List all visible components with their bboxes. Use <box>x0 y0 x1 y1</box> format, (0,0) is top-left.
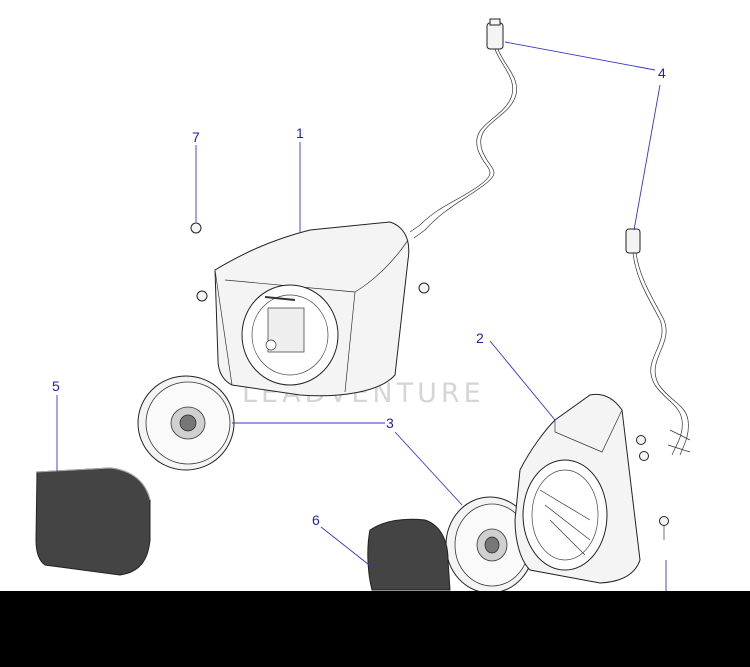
callout-5: 5 <box>52 378 60 394</box>
grille-left <box>35 467 151 576</box>
bottom-black-bar <box>0 591 750 667</box>
speaker-pod-left <box>214 221 410 397</box>
grille-right <box>367 518 451 591</box>
leader-lines <box>56 41 667 591</box>
callout-labels: 1 2 3 4 5 6 7 <box>52 65 666 528</box>
callout-6: 6 <box>312 512 320 528</box>
wire-harness-lower <box>625 228 691 456</box>
callout-2: 2 <box>476 330 484 346</box>
callout-3: 3 <box>386 415 394 431</box>
speaker-left <box>137 375 235 471</box>
callout-4: 4 <box>658 65 666 81</box>
callout-7: 7 <box>192 129 200 145</box>
wire-harness-upper <box>409 18 517 239</box>
speaker-pod-right <box>514 393 641 584</box>
callout-1: 1 <box>296 125 304 141</box>
screw-hardware <box>190 222 669 540</box>
speaker-right <box>445 496 535 594</box>
